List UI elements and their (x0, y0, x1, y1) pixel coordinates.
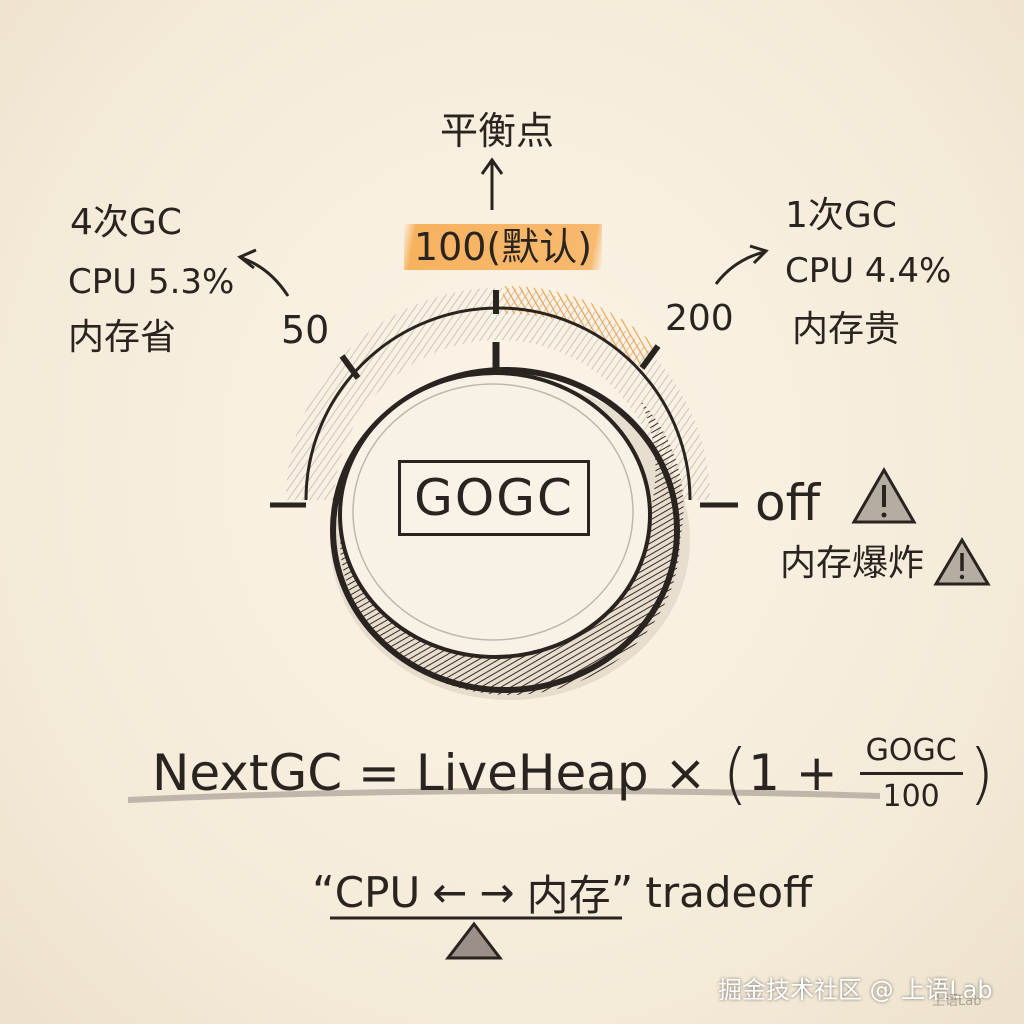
right-note-cpu: CPU 4.4% (785, 251, 952, 291)
balance-arrow-head (480, 157, 504, 175)
knob-face-inner (352, 383, 634, 641)
watermark-sub: 上语Lab (932, 994, 982, 1009)
right-arrow (714, 250, 765, 285)
left-arrow (241, 256, 290, 297)
tradeoff-close-quote: ” (610, 867, 634, 918)
right-note-memory: 内存贵 (792, 309, 901, 350)
formula-one-plus: 1 + (748, 744, 854, 802)
warning-icon-small (933, 537, 991, 586)
left-note-gc-count: 4次GC (70, 202, 182, 243)
seesaw-fulcrum (444, 921, 504, 960)
formula-close-paren: ) (968, 734, 995, 812)
tradeoff-open-quote: “ (312, 867, 335, 918)
tradeoff-word: tradeoff (645, 868, 813, 917)
off-note-memory-explode: 内存爆炸 (780, 543, 925, 584)
tradeoff-arrow-left: ← (432, 868, 468, 917)
tick-off-label: off (755, 474, 821, 532)
tradeoff-memory: 内存 (526, 871, 611, 920)
watermark: 掘金技术社区 @ 上语Lab (718, 976, 993, 1004)
formula-underline (127, 787, 881, 803)
left-note-cpu: CPU 5.3% (68, 262, 235, 302)
tick-50-label: 50 (281, 308, 330, 352)
left-note-memory: 内存省 (68, 317, 177, 358)
formula-denominator: 100 (882, 778, 940, 814)
dial-shade-left (286, 288, 498, 500)
tick-200 (639, 344, 661, 370)
default-value-label: 100(默认) (403, 224, 603, 270)
nextgc-formula: NextGC = LiveHeap × ( 1 + GOGC 100 ) (152, 728, 994, 818)
tradeoff-cpu: CPU (334, 868, 421, 917)
formula-lhs: NextGC = LiveHeap × (152, 744, 723, 802)
right-arrow-head (749, 244, 769, 265)
gogc-center-label: GOGC (398, 460, 590, 536)
warning-icon (851, 466, 917, 524)
formula-open-paren: ( (722, 734, 749, 812)
tick-50 (339, 354, 361, 380)
gogc-text: GOGC (414, 469, 574, 527)
tradeoff-caption: “ CPU ← → 内存 ” tradeoff (312, 862, 812, 923)
balance-point-label: 平衡点 (439, 109, 555, 153)
tick-200-label: 200 (665, 298, 734, 339)
right-note-gc-count: 1次GC (785, 195, 897, 236)
tradeoff-arrow-right: → (479, 868, 515, 917)
knob-outer (330, 367, 680, 693)
formula-fraction: GOGC 100 (859, 733, 963, 814)
left-arrow-head (237, 248, 257, 270)
formula-numerator: GOGC (859, 733, 963, 775)
